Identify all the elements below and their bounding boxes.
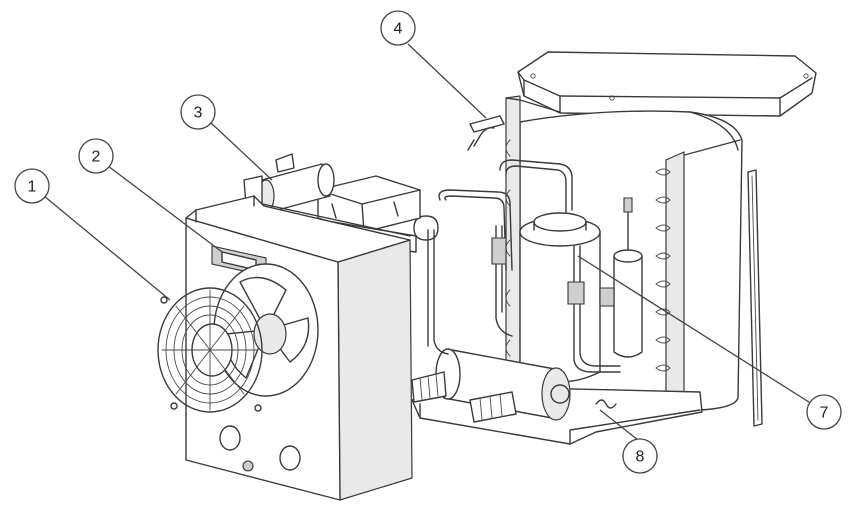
fan-guard-grille bbox=[157, 287, 263, 413]
callout-3: 3 bbox=[180, 94, 216, 130]
callout-7-label: 7 bbox=[820, 405, 829, 422]
callout-1: 1 bbox=[14, 168, 50, 204]
callout-4: 4 bbox=[380, 10, 416, 46]
refrigerant-piping bbox=[413, 115, 621, 373]
callout-7: 7 bbox=[806, 394, 842, 430]
coil-return-bends bbox=[505, 139, 511, 357]
callout-leaders bbox=[43, 43, 813, 441]
side-trim-strip bbox=[747, 169, 763, 427]
coil-fins bbox=[655, 168, 671, 372]
water-inlet-connector bbox=[411, 371, 447, 403]
clip-part bbox=[595, 399, 617, 409]
callout-8-label: 8 bbox=[636, 449, 645, 466]
electrical-box bbox=[317, 175, 421, 233]
callout-2: 2 bbox=[78, 138, 114, 174]
top-cover-lid bbox=[517, 51, 817, 117]
fan-assembly bbox=[213, 263, 319, 397]
water-outlet-connector bbox=[469, 391, 517, 423]
callout-4-label: 4 bbox=[394, 21, 403, 38]
callout-8: 8 bbox=[622, 438, 658, 474]
callout-1-label: 1 bbox=[28, 179, 37, 196]
callout-3-label: 3 bbox=[194, 105, 203, 122]
heat-exchanger bbox=[411, 348, 571, 423]
callout-2-label: 2 bbox=[92, 149, 101, 166]
